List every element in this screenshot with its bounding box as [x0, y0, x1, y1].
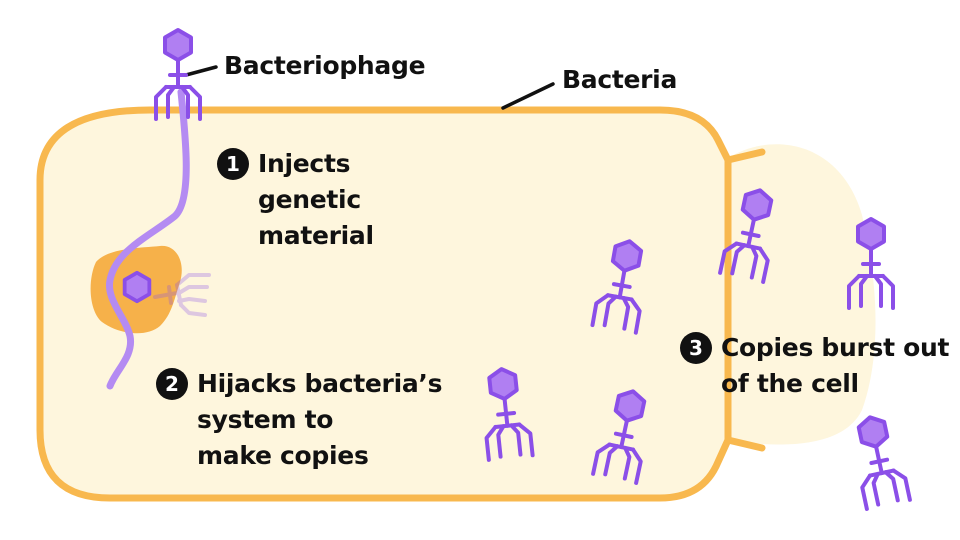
phage-head-icon — [856, 415, 890, 449]
assembling-phage-icon — [122, 270, 152, 304]
step-2-line-1: Hijacks bacteria’s — [197, 369, 443, 398]
bacteriophage-icon — [154, 28, 202, 121]
phage-tail-icon — [603, 444, 620, 477]
phage-tail-icon — [883, 470, 900, 503]
phage-tail-icon — [179, 303, 207, 317]
phage-tail-icon — [607, 442, 636, 452]
phage-copy-icon — [718, 188, 774, 284]
genetic-material-strand — [106, 88, 190, 390]
phage-tail-icon — [496, 424, 506, 459]
phage-copy-icon — [484, 367, 535, 462]
phage-tail-icon — [605, 293, 634, 302]
phage-copy-icon — [847, 217, 895, 310]
phage-copy-icon — [856, 415, 912, 511]
phage-tail-icon — [629, 297, 642, 335]
phage-tail-icon — [718, 241, 739, 275]
phage-tail-icon — [613, 431, 634, 440]
step-2-line-2: system to — [197, 405, 334, 434]
step-1-line-2: genetic — [258, 185, 361, 214]
phage-head-icon — [613, 389, 647, 423]
phage-tail-icon — [166, 85, 176, 119]
phage-tail-icon — [517, 422, 535, 458]
phage-tail-icon — [621, 296, 631, 331]
phage-copy-icon — [591, 389, 647, 485]
bacteria-label: Bacteria — [562, 65, 678, 94]
step-1-badge: 1 — [217, 148, 249, 180]
step-3-line-1: Copies burst out — [721, 333, 950, 362]
phage-tail-icon — [631, 447, 643, 485]
phage-tail-icon — [167, 285, 173, 305]
phage-tail-icon — [493, 422, 522, 430]
phage-tail-icon — [611, 282, 632, 289]
phage-tail-icon — [602, 294, 618, 328]
phage-tail-icon — [177, 297, 207, 303]
bacteria-cell — [36, 106, 732, 502]
cell-wall-lip-top — [724, 148, 766, 164]
step-3-line-2: of the cell — [721, 369, 859, 398]
phage-tail-icon — [484, 425, 498, 462]
phage-tail-icon — [177, 285, 209, 295]
phage-tail-icon — [847, 274, 861, 310]
phage-head-icon — [163, 28, 193, 62]
bacteriophage-leader-line — [184, 65, 218, 77]
phage-tail-icon — [740, 230, 761, 239]
step-3-badge: 3 — [680, 332, 712, 364]
phage-tail-icon — [180, 85, 190, 119]
phage-tail-icon — [891, 468, 912, 502]
phage-tail-icon — [153, 291, 179, 299]
step-3: 3 Copies burst out of the cell — [680, 330, 950, 402]
phage-tail-icon — [873, 274, 883, 308]
phage-head-icon — [856, 217, 886, 251]
phage-tail-icon — [188, 85, 202, 121]
step-1-line-1: Injects — [258, 149, 351, 178]
phage-tail-icon — [881, 274, 895, 310]
phage-tail-icon — [509, 423, 523, 457]
phage-head-icon — [487, 367, 519, 401]
phage-tail-icon — [749, 244, 759, 280]
phage-tail-icon — [758, 246, 770, 284]
phage-tail-icon — [867, 468, 896, 478]
phage-head-icon — [610, 239, 644, 273]
cell-wall-lip-bottom — [724, 436, 766, 452]
phage-tail-icon — [591, 442, 612, 476]
burst-region — [725, 144, 876, 445]
phage-tail-icon — [175, 283, 183, 307]
step-2-badge: 2 — [156, 368, 188, 400]
phage-head-icon — [740, 188, 774, 222]
phage-tail-icon — [859, 274, 869, 308]
phage-tail-icon — [869, 457, 890, 466]
step-1: 1 Injects genetic material — [217, 146, 374, 254]
phage-tail-icon — [590, 293, 610, 328]
phage-tail-icon — [496, 410, 517, 417]
phage-tail-icon — [734, 241, 763, 251]
phage-tail-icon — [730, 243, 747, 276]
step-1-text: Injects genetic material — [258, 146, 374, 254]
phage-copy-icon — [590, 239, 644, 335]
phage-tail-icon — [622, 445, 632, 481]
phage-tail-icon — [860, 473, 872, 511]
bacteriophage-label: Bacteriophage — [224, 51, 426, 80]
bacteria-leader-line — [501, 82, 555, 110]
assembling-phage-tail-icon — [153, 273, 211, 317]
phage-tail-icon — [871, 471, 881, 507]
step-2: 2 Hijacks bacteria’s system to make copi… — [156, 366, 443, 474]
step-2-line-3: make copies — [197, 441, 369, 470]
step-2-text: Hijacks bacteria’s system to make copies — [197, 366, 443, 474]
phage-head-icon — [122, 270, 152, 304]
phage-tail-icon — [154, 85, 168, 121]
phage-tail-icon — [175, 273, 211, 287]
step-3-text: Copies burst out of the cell — [721, 330, 950, 402]
step-1-line-3: material — [258, 221, 374, 250]
